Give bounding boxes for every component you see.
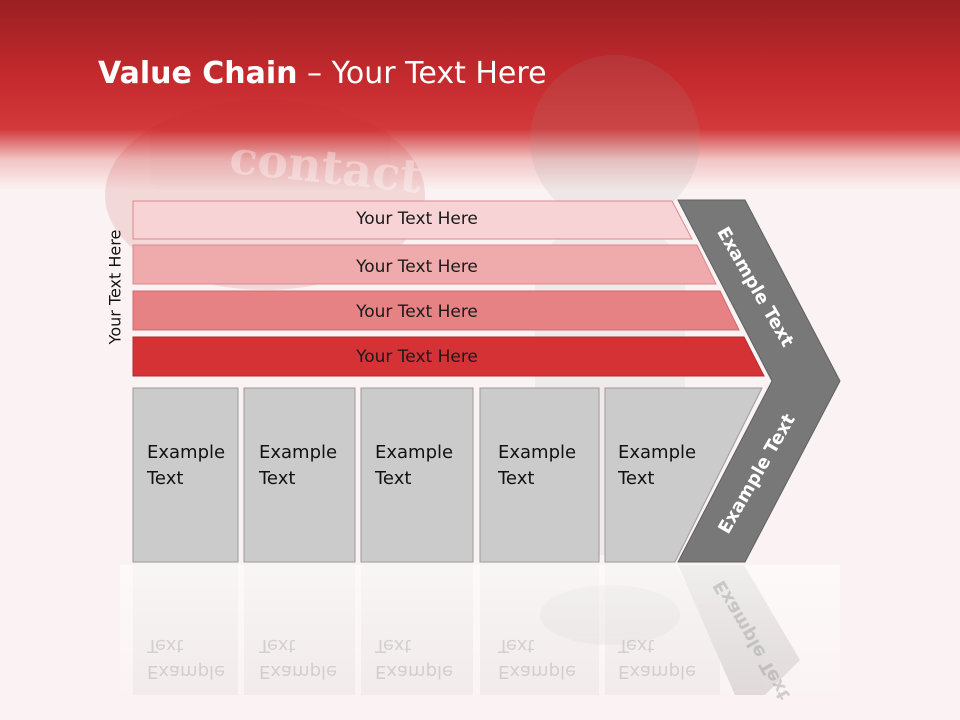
- title-bold: Value Chain: [98, 56, 298, 91]
- bar-3: [132, 290, 740, 331]
- column-text-line: Text: [375, 468, 412, 489]
- reflection-line: Example: [618, 661, 697, 682]
- bar-label-2: Your Text Here: [356, 257, 478, 277]
- bar-4: [132, 336, 765, 377]
- bar-1: [132, 200, 693, 240]
- column-5: [604, 387, 763, 563]
- reflection-line: Example: [147, 661, 226, 682]
- column-reflection-text: Example Text: [618, 632, 696, 684]
- slide-title: Value Chain – Your Text Here: [98, 56, 547, 91]
- reflection-line: Example: [498, 661, 577, 682]
- title-rest: – Your Text Here: [297, 56, 547, 91]
- chevron-arrow: [677, 199, 841, 563]
- column-3: [360, 387, 474, 563]
- column-text-1: Example Text: [147, 440, 225, 492]
- column-reflection-text: Example Text: [375, 632, 453, 684]
- column-text-line: Text: [618, 468, 655, 489]
- bar-2: [132, 244, 717, 285]
- bar-label-3: Your Text Here: [356, 302, 478, 322]
- reflection-fade: [120, 565, 840, 705]
- column-text-line: Text: [259, 468, 296, 489]
- column-text-3: Example Text: [375, 440, 453, 492]
- column-text-line: Example: [618, 442, 697, 463]
- column-2: [243, 387, 356, 563]
- reflection-line: Example: [259, 661, 338, 682]
- column-reflection-text: Example Text: [498, 632, 576, 684]
- column-text-4: Example Text: [498, 440, 576, 492]
- header-band: [0, 0, 960, 190]
- column-reflection-text: Example Text: [259, 632, 337, 684]
- reflection-line: Text: [259, 635, 296, 656]
- reflection-line: Text: [498, 635, 535, 656]
- column-text-line: Example: [375, 442, 454, 463]
- contact-sign-shape: [105, 100, 425, 290]
- column-text-line: Text: [147, 468, 184, 489]
- column-text-line: Example: [147, 442, 226, 463]
- reflection-line: Example: [375, 661, 454, 682]
- column-text-line: Text: [498, 468, 535, 489]
- column-reflection-text: Example Text: [147, 632, 225, 684]
- bar-label-4: Your Text Here: [356, 347, 478, 367]
- column-text-line: Example: [498, 442, 577, 463]
- column-4: [479, 387, 600, 563]
- column-text-5: Example Text: [618, 440, 696, 492]
- column-text-line: Example: [259, 442, 338, 463]
- bar-label-1: Your Text Here: [356, 209, 478, 229]
- contact-sign-plate: [150, 130, 390, 190]
- column-text-2: Example Text: [259, 440, 337, 492]
- column-1: [132, 387, 239, 563]
- reflection-line: Text: [375, 635, 412, 656]
- reflection-line: Text: [618, 635, 655, 656]
- reflection-line: Text: [147, 635, 184, 656]
- figure-head: [530, 55, 700, 225]
